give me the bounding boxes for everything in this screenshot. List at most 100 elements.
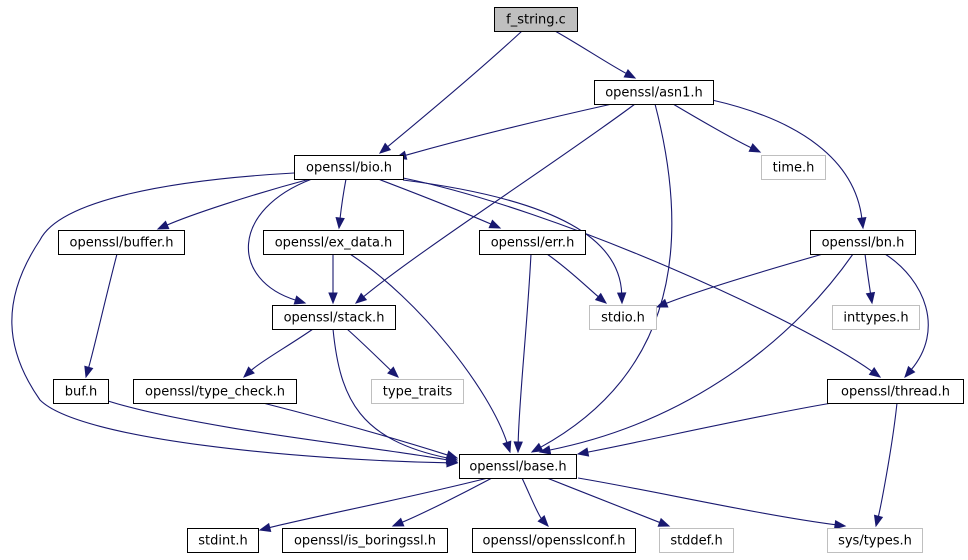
edge-line [332,328,449,459]
node-label: openssl/stack.h [284,311,385,326]
node-is-boringssl[interactable]: openssl/is_boringssl.h [282,528,448,553]
node-box [371,379,464,404]
node-thread[interactable]: openssl/thread.h [827,379,964,404]
arrow-head-icon [748,143,762,153]
edge-base-to-sys_types [577,477,847,530]
edge-line [546,253,600,298]
node-label: openssl/base.h [469,460,566,475]
arrow-head-icon [537,515,549,527]
node-stdio: stdio.h [589,305,657,330]
node-opensslconf[interactable]: openssl/opensslconf.h [472,528,636,553]
edge-line [402,177,873,373]
node-buffer[interactable]: openssl/buffer.h [58,230,185,255]
edge-line [362,103,636,298]
edge-stack-to-type_traits [346,328,399,378]
edge-line [711,99,863,220]
arrow-head-icon [576,447,590,457]
edge-stack-to-type_check [243,328,314,378]
node-box [827,379,964,404]
nodes-layer: f_string.c openssl/asn1.h openssl/bio.h tim… [53,7,964,553]
edge-line [349,253,508,444]
edge-f_string-to-bio [378,30,523,154]
arrow-head-icon [655,298,669,308]
node-label: openssl/err.h [491,236,575,251]
node-label: openssl/type_check.h [145,385,285,400]
node-label: openssl/is_boringssl.h [294,534,436,549]
arrow-head-icon [904,365,916,379]
node-base[interactable]: openssl/base.h [459,454,577,479]
node-type-traits: type_traits [371,379,464,404]
arrow-head-icon [391,517,405,527]
node-buf[interactable]: buf.h [53,379,109,404]
node-asn1[interactable]: openssl/asn1.h [594,80,714,105]
edge-line [247,178,313,301]
node-box [187,528,259,553]
node-type-check[interactable]: openssl/type_check.h [133,379,297,404]
edge-line [577,477,837,526]
arrow-head-icon [258,522,272,533]
arrow-head-icon [616,292,627,305]
arrow-head-icon [623,68,637,79]
edge-bio-to-stdio [402,179,627,305]
edge-line [250,328,314,372]
edge-line [517,253,532,444]
node-box [272,305,396,330]
node-box [133,379,297,404]
edge-line [377,178,492,225]
edge-line [539,103,673,449]
node-inttypes: inttypes.h [832,305,920,330]
edge-base-to-opensslconf [521,477,549,527]
edge-line [339,178,347,220]
edge-bn-to-thread [884,253,929,379]
node-box [472,528,636,553]
node-label: type_traits [383,385,453,400]
edge-type_check-to-base [262,402,459,460]
node-stdint[interactable]: stdint.h [187,528,259,553]
node-bn[interactable]: openssl/bn.h [810,230,916,255]
node-label: openssl/asn1.h [605,86,703,101]
node-box [589,305,657,330]
node-stack[interactable]: openssl/stack.h [272,305,396,330]
node-box [459,454,577,479]
edge-bn-to-inttypes [864,253,876,305]
arrow-head-icon [502,440,512,454]
edge-line [166,178,311,226]
node-bio[interactable]: openssl/bio.h [294,155,404,180]
arrow-head-icon [865,291,876,305]
node-f-string[interactable]: f_string.c [494,7,578,32]
edge-line [401,477,493,524]
edge-base-to-stdint [258,477,489,533]
node-box [494,7,578,32]
arrow-head-icon [354,292,368,304]
edge-ex_data-to-base [349,253,512,454]
edge-base-to-is_boringssl [391,477,493,527]
arrow-head-icon [335,217,345,230]
edge-line [554,30,628,75]
node-label: stdint.h [198,534,247,549]
arrow-head-icon [657,517,671,527]
edge-asn1-to-time [672,103,762,153]
edge-bn-to-base [538,253,854,455]
edge-line [884,253,929,371]
arrow-head-icon [833,519,847,530]
node-label: inttypes.h [843,311,908,326]
edge-line [268,477,489,529]
edge-asn1-to-base [530,103,673,453]
edge-line [864,253,872,295]
edge-line [11,172,449,464]
edge-line [87,253,118,369]
node-ex-data[interactable]: openssl/ex_data.h [263,230,404,255]
node-label: openssl/buffer.h [70,236,174,251]
node-label: sys/types.h [838,534,912,549]
node-box [832,305,920,330]
edge-line [521,477,543,520]
arrow-head-icon [156,220,170,230]
arrow-head-icon [328,292,338,305]
node-time: time.h [761,155,826,180]
node-label: openssl/thread.h [841,385,950,400]
arrow-head-icon [868,367,882,378]
node-err[interactable]: openssl/err.h [479,230,586,255]
node-stddef: stddef.h [659,528,734,553]
arrow-head-icon [594,292,608,304]
